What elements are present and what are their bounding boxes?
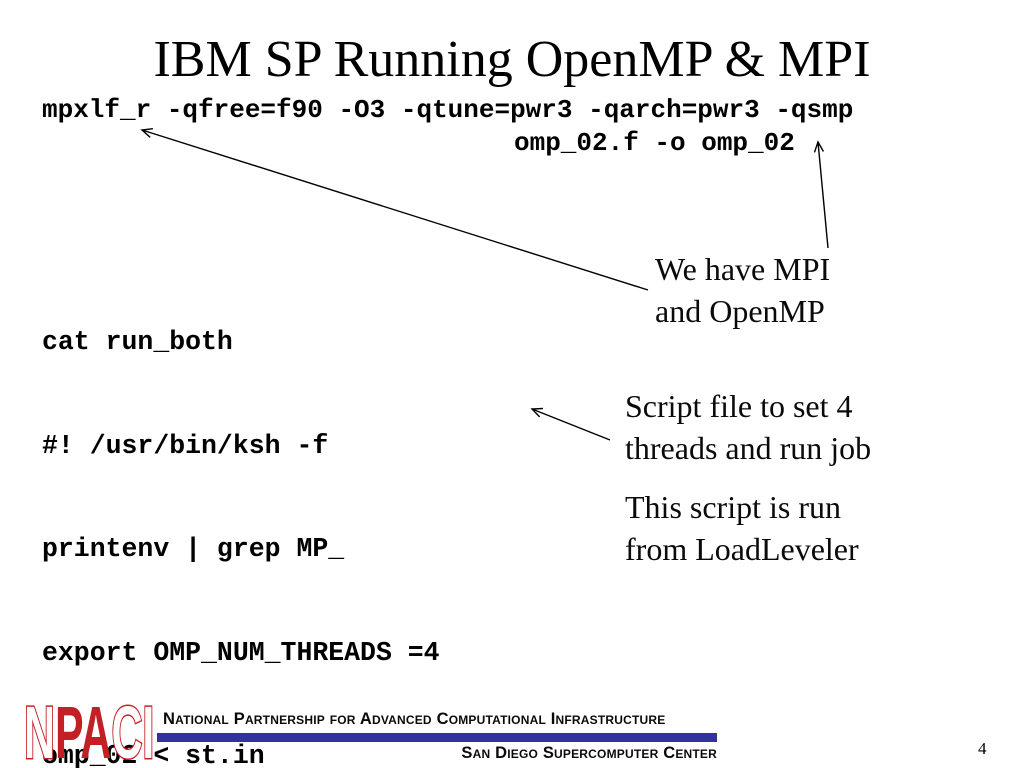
- logo-letter-i: I: [142, 701, 154, 765]
- svg-text:NPACI: NPACI: [24, 701, 154, 765]
- npaci-logo: NPACI: [24, 701, 156, 765]
- script-line: omp_02 < st.in: [42, 741, 265, 768]
- logo-letters-pa: PA: [55, 701, 111, 765]
- footer-org-name: National Partnership for Advanced Comput…: [163, 710, 666, 728]
- arrow-mpi-note-to-qsmp-flag: [813, 140, 829, 249]
- annotation-mpi-openmp: We have MPI and OpenMP: [655, 248, 830, 332]
- annotation-line: This script is run: [625, 489, 841, 525]
- script-line: export OMP_NUM_THREADS =4: [42, 637, 440, 668]
- annotation-line: We have MPI: [655, 251, 831, 287]
- page-number: 4: [978, 739, 987, 758]
- annotation-line: from LoadLeveler: [625, 531, 859, 567]
- script-line: cat run_both: [42, 327, 233, 357]
- annotation-loadleveler: This script is run from LoadLeveler: [625, 486, 859, 570]
- script-line: #! /usr/bin/ksh -f: [42, 430, 329, 461]
- annotation-line: threads and run job: [625, 430, 872, 466]
- footer-blue-bar: [157, 733, 717, 742]
- logo-letter-c: C: [111, 701, 142, 765]
- annotation-line: and OpenMP: [655, 293, 825, 329]
- compile-command-line2: omp_02.f -o omp_02: [514, 128, 795, 158]
- logo-letter-n: N: [24, 701, 55, 765]
- annotation-line: Script file to set 4: [625, 388, 853, 424]
- annotation-script-file: Script file to set 4 threads and run job: [625, 385, 871, 469]
- compile-command-line1: mpxlf_r -qfree=f90 -O3 -qtune=pwr3 -qarc…: [42, 95, 854, 125]
- arrow-script-note-to-script: [530, 407, 611, 441]
- slide-title: IBM SP Running OpenMP & MPI: [153, 31, 871, 88]
- script-line: printenv | grep MP_: [42, 534, 345, 564]
- footer-center-name: San Diego Supercomputer Center: [461, 744, 717, 762]
- script-listing: cat run_both #! /usr/bin/ksh -f printenv…: [42, 256, 440, 768]
